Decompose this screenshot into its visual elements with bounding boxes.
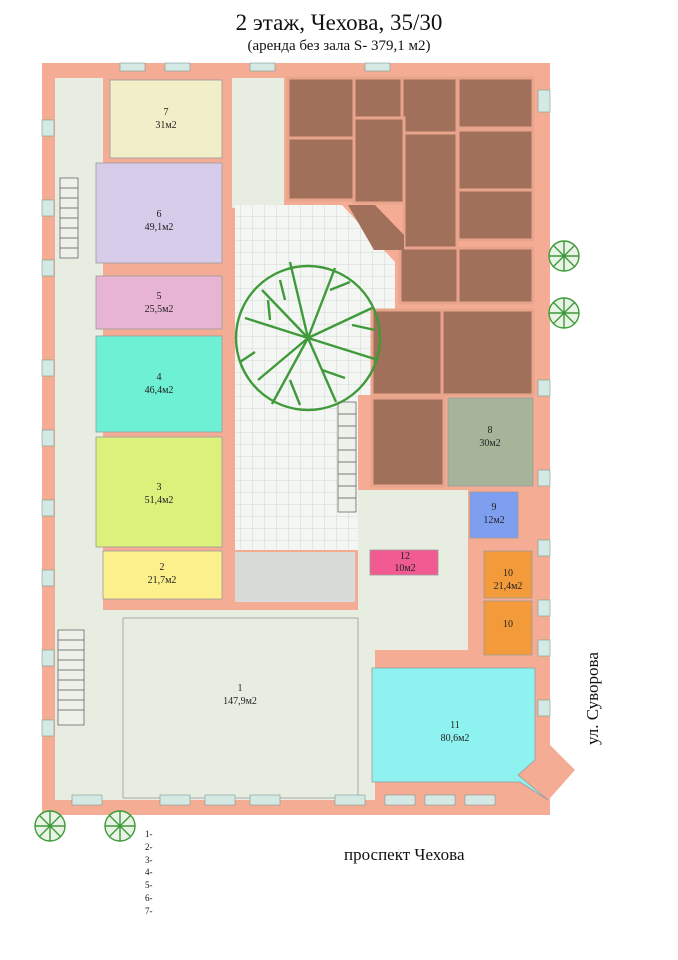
- legend-item: 5-: [145, 880, 153, 891]
- room-3-area: 51,4м2: [145, 495, 174, 506]
- legend-item: 7-: [145, 905, 153, 916]
- occupied-room-angled: [348, 205, 404, 250]
- room-11: [371, 667, 549, 801]
- room-5-number: 5: [157, 291, 162, 302]
- room-10a-number: 10: [503, 568, 513, 579]
- room-7-number: 7: [164, 107, 169, 118]
- rentable-rooms: [95, 79, 549, 801]
- legend-item: 3-: [145, 854, 153, 865]
- street-tree-2: [548, 297, 580, 329]
- room-2: [102, 550, 223, 600]
- page-title: 2 этаж, Чехова, 35/30: [235, 10, 443, 35]
- room-8-number: 8: [488, 425, 493, 436]
- room-3-number: 3: [157, 482, 162, 493]
- room-1: [122, 617, 359, 799]
- room-11-area: 80,6м2: [441, 733, 470, 744]
- room-7-area: 31м2: [155, 120, 176, 131]
- room-2-area: 21,7м2: [148, 575, 177, 586]
- room-4-number: 4: [157, 372, 162, 383]
- windows: [41, 62, 551, 806]
- room-8-area: 30м2: [479, 438, 500, 449]
- room-4-area: 46,4м2: [145, 385, 174, 396]
- legend-item: 4-: [145, 867, 153, 878]
- street-tree-1: [548, 240, 580, 272]
- room-6: [95, 162, 223, 264]
- room-10b-number: 10: [503, 619, 513, 630]
- occupied-rooms: [286, 76, 535, 488]
- room-12-area: 10м2: [394, 563, 415, 574]
- page-subtitle: (аренда без зала S- 379,1 м2): [247, 38, 431, 54]
- room-4: [95, 335, 223, 433]
- courtyard-tree: [234, 261, 382, 412]
- room-6-area: 49,1м2: [145, 222, 174, 233]
- room-1-number: 1: [238, 683, 243, 694]
- staircase-courtyard: [337, 401, 357, 513]
- room-8: [447, 397, 534, 487]
- room-5: [95, 275, 223, 330]
- room-10a-area: 21,4м2: [494, 581, 523, 592]
- room-11-number: 11: [450, 720, 460, 731]
- bay-window-wall: [505, 745, 575, 815]
- room-5-area: 25,5м2: [145, 304, 174, 315]
- room-3: [95, 436, 223, 548]
- room-9-area: 12м2: [483, 515, 504, 526]
- room-1-area: 147,9м2: [223, 696, 257, 707]
- room-12-number: 12: [400, 551, 410, 562]
- legend-item: 2-: [145, 841, 153, 852]
- corridor-north: [232, 78, 284, 208]
- street-label-south: проспект Чехова: [344, 845, 465, 864]
- legend: 1- 2- 3- 4- 5- 6- 7-: [145, 828, 153, 918]
- room-7: [109, 79, 223, 159]
- street-tree-4: [104, 810, 136, 842]
- staircase-west: [57, 629, 85, 726]
- street-label-east: ул. Суворова: [583, 652, 602, 745]
- legend-item: 6-: [145, 892, 153, 903]
- passage: [235, 552, 355, 602]
- legend-item: 1-: [145, 829, 153, 839]
- room-10a: [483, 550, 533, 599]
- room-6-number: 6: [157, 209, 162, 220]
- room-2-number: 2: [160, 562, 165, 573]
- room-9: [469, 491, 519, 539]
- staircase-north: [59, 177, 79, 259]
- room-12: [369, 549, 439, 576]
- room-9-number: 9: [492, 502, 497, 513]
- room-10b: [483, 600, 533, 656]
- street-tree-3: [34, 810, 66, 842]
